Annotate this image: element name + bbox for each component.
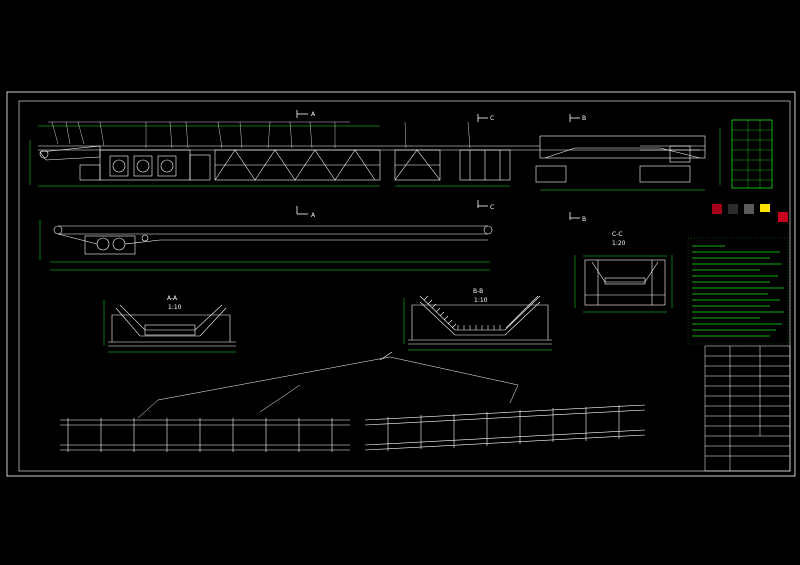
section-a-a-title: A-A (167, 295, 178, 302)
color-swatch-dark (728, 204, 738, 214)
color-swatch-yellow (760, 204, 770, 212)
section-a-a-idler (108, 304, 236, 347)
section-b-b-scale: 1:10 (474, 297, 488, 304)
title-block-frame (704, 345, 791, 472)
section-marker-c-bottom: C (490, 204, 494, 211)
parts-list-table (731, 119, 773, 189)
section-a-a-dimensions (103, 300, 236, 353)
belt-schematic-dimensions (39, 220, 490, 271)
color-swatch-red2 (778, 212, 788, 222)
technical-notes-lines (692, 245, 784, 337)
section-marker-a-bottom: A (311, 212, 316, 219)
outer-sheet-border (6, 91, 796, 477)
section-b-b-idler (408, 295, 552, 345)
technical-notes-panel (687, 237, 789, 345)
plan-view-left (60, 418, 350, 452)
belt-incline-leader (379, 351, 393, 361)
section-cut-c (477, 114, 488, 208)
section-b-b-dimensions (403, 298, 552, 351)
plan-view-leaders (137, 356, 519, 419)
parts-list-rows (732, 120, 772, 188)
section-marker-c-top: C (490, 115, 494, 122)
elevation-dimensions (29, 125, 721, 191)
section-c-c-title: C-C (612, 231, 623, 238)
section-b-b-title: B-B (473, 288, 483, 295)
section-marker-b-bottom: B (582, 216, 586, 223)
section-a-a-scale: 1:10 (168, 304, 182, 311)
color-swatch-red (712, 204, 722, 214)
color-swatch-gray (744, 204, 754, 214)
belt-loop-schematic (53, 225, 493, 255)
part-number-leaders (48, 121, 471, 149)
section-marker-b-top: B (582, 115, 586, 122)
section-c-c-frame (584, 259, 666, 306)
section-c-c-dimensions (574, 255, 673, 313)
section-c-c-scale: 1:20 (612, 240, 626, 247)
conveyor-elevation-view (38, 135, 706, 183)
section-cut-b (569, 114, 580, 220)
section-cut-a (296, 110, 308, 215)
section-marker-a-top: A (311, 111, 316, 118)
plan-view-right (364, 404, 646, 451)
inner-sheet-border (18, 100, 791, 472)
